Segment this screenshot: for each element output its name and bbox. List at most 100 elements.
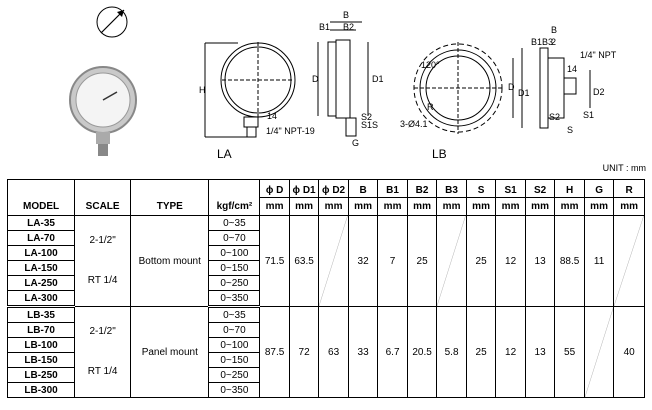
range-cell: 0~350 xyxy=(208,382,261,398)
value-g: 11 xyxy=(583,215,615,307)
value-s2: 13 xyxy=(524,215,556,307)
value-s: 25 xyxy=(465,215,497,307)
svg-text:S1: S1 xyxy=(361,120,372,130)
value-b: 32 xyxy=(347,215,379,307)
svg-text:B1: B1 xyxy=(531,37,542,47)
value-d2: 63 xyxy=(318,306,349,398)
header-scale: SCALE xyxy=(74,179,132,216)
unit-mm: mm xyxy=(318,197,349,216)
value-d: 87.5 xyxy=(259,306,290,398)
header-b3: B3 xyxy=(436,179,467,198)
header-type: TYPE xyxy=(130,179,210,216)
value-d2-na xyxy=(318,215,349,307)
value-b2: 20.5 xyxy=(406,306,438,398)
value-g-na xyxy=(583,306,615,398)
header-model: MODEL xyxy=(6,179,76,216)
model-cell: LA-250 xyxy=(6,275,76,291)
label-la: LA xyxy=(217,147,232,161)
svg-text:B3: B3 xyxy=(542,37,553,47)
header-s1: S1 xyxy=(495,179,526,198)
value-b2: 25 xyxy=(406,215,438,307)
svg-text:S: S xyxy=(567,125,573,135)
header-b2: B2 xyxy=(406,179,438,198)
svg-text:D: D xyxy=(508,82,515,92)
scale-cell: 2-1/2"RT 1/4 xyxy=(74,215,132,307)
value-d1: 72 xyxy=(288,306,320,398)
header-r: R xyxy=(613,179,645,198)
model-cell: LA-100 xyxy=(6,245,76,261)
lb-drawing xyxy=(413,42,591,134)
unit-mm: mm xyxy=(259,197,290,216)
model-cell: LA-150 xyxy=(6,260,76,276)
unit-mm: mm xyxy=(583,197,615,216)
svg-text:14: 14 xyxy=(267,111,277,121)
range-cell: 0~35 xyxy=(208,306,261,323)
range-cell: 0~100 xyxy=(208,337,261,353)
range-cell: 0~100 xyxy=(208,245,261,261)
svg-text:G: G xyxy=(352,138,359,148)
svg-text:H: H xyxy=(199,85,206,95)
svg-text:S1: S1 xyxy=(583,110,594,120)
svg-text:2: 2 xyxy=(551,37,556,47)
svg-text:B2: B2 xyxy=(343,22,354,32)
range-cell: 0~35 xyxy=(208,215,261,231)
model-cell: LB-250 xyxy=(6,367,76,383)
model-cell: LB-100 xyxy=(6,337,76,353)
unit-mm: mm xyxy=(554,197,585,216)
model-cell: LA-35 xyxy=(6,215,76,231)
model-cell: LB-150 xyxy=(6,352,76,368)
header-s: S xyxy=(465,179,497,198)
gauge-photo xyxy=(69,6,137,156)
header-d: ϕ D xyxy=(259,179,290,198)
value-s1: 12 xyxy=(495,215,526,307)
svg-text:B: B xyxy=(551,25,557,35)
model-cell: LA-70 xyxy=(6,230,76,246)
lb-dimension-labels: B B1 B3 2 1/4" NPT 120° D D1 D2 14 R 3-Ø… xyxy=(400,25,617,135)
header-s2: S2 xyxy=(524,179,556,198)
header-d2: ϕ D2 xyxy=(318,179,349,198)
value-d1: 63.5 xyxy=(288,215,320,307)
range-cell: 0~150 xyxy=(208,352,261,368)
svg-text:D1: D1 xyxy=(518,88,530,98)
svg-text:3-Ø4.1: 3-Ø4.1 xyxy=(400,119,428,129)
range-cell: 0~250 xyxy=(208,367,261,383)
label-lb: LB xyxy=(432,147,447,161)
svg-text:S2: S2 xyxy=(549,112,560,122)
header-b: B xyxy=(347,179,379,198)
unit-mm: mm xyxy=(436,197,467,216)
model-cell: LB-300 xyxy=(6,382,76,398)
range-cell: 0~250 xyxy=(208,275,261,291)
svg-text:D2: D2 xyxy=(593,87,605,97)
value-r-na xyxy=(613,215,645,307)
unit-mm: mm xyxy=(377,197,408,216)
value-s: 25 xyxy=(465,306,497,398)
svg-text:S: S xyxy=(372,120,378,130)
value-s1: 12 xyxy=(495,306,526,398)
spec-table: MODEL SCALE TYPE kgf/cm² ϕ D ϕ D1 ϕ D2 B… xyxy=(6,179,645,398)
scale-cell: 2-1/2"RT 1/4 xyxy=(74,306,132,398)
value-s2: 13 xyxy=(524,306,556,398)
svg-text:1/4" NPT: 1/4" NPT xyxy=(580,50,617,60)
model-cell: LA-300 xyxy=(6,290,76,308)
value-d: 71.5 xyxy=(259,215,290,307)
value-b: 33 xyxy=(347,306,379,398)
unit-mm: mm xyxy=(406,197,438,216)
value-h: 88.5 xyxy=(554,215,585,307)
svg-text:S2: S2 xyxy=(361,112,372,122)
unit-mm: mm xyxy=(347,197,379,216)
la-drawing xyxy=(204,21,369,138)
range-cell: 0~350 xyxy=(208,290,261,308)
value-h: 55 xyxy=(554,306,585,398)
value-b1: 7 xyxy=(377,215,408,307)
unit-mm: mm xyxy=(524,197,556,216)
header-d1: ϕ D1 xyxy=(288,179,320,198)
range-cell: 0~70 xyxy=(208,322,261,338)
svg-text:B1: B1 xyxy=(319,22,330,32)
unit-mm: mm xyxy=(613,197,645,216)
svg-text:1/4" NPT-19: 1/4" NPT-19 xyxy=(266,126,315,136)
value-b3-na xyxy=(436,215,467,307)
value-r: 40 xyxy=(613,306,645,398)
range-cell: 0~70 xyxy=(208,230,261,246)
type-cell: Bottom mount xyxy=(130,215,210,307)
unit-mm: mm xyxy=(495,197,526,216)
